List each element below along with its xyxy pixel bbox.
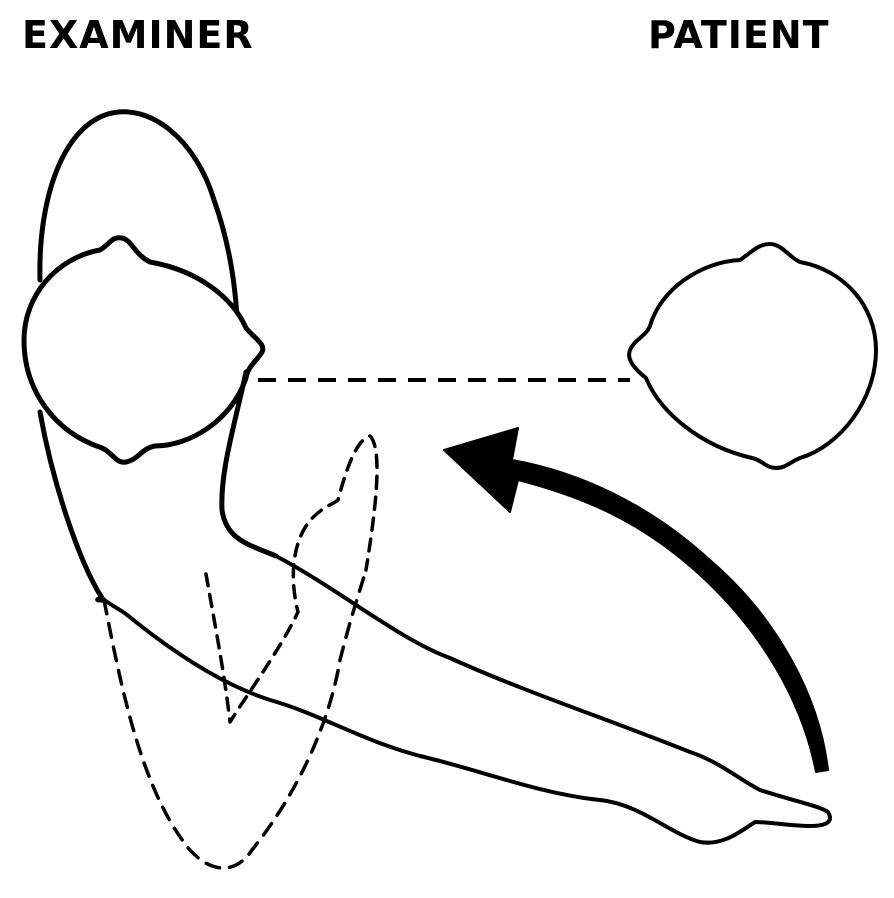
examiner-arm-outline (37, 109, 241, 353)
patient-head (627, 242, 878, 470)
dashed-leg-loop (102, 568, 368, 870)
examiner-arm-inner (219, 369, 279, 559)
dashed-foot (204, 434, 379, 724)
rotation-arrow (443, 427, 829, 773)
examiner-torso (37, 409, 107, 603)
examiner-label: EXAMINER (22, 13, 254, 57)
examiner-head (21, 235, 266, 465)
patient-label: PATIENT (648, 13, 830, 57)
patient-leg-upper (100, 554, 832, 845)
